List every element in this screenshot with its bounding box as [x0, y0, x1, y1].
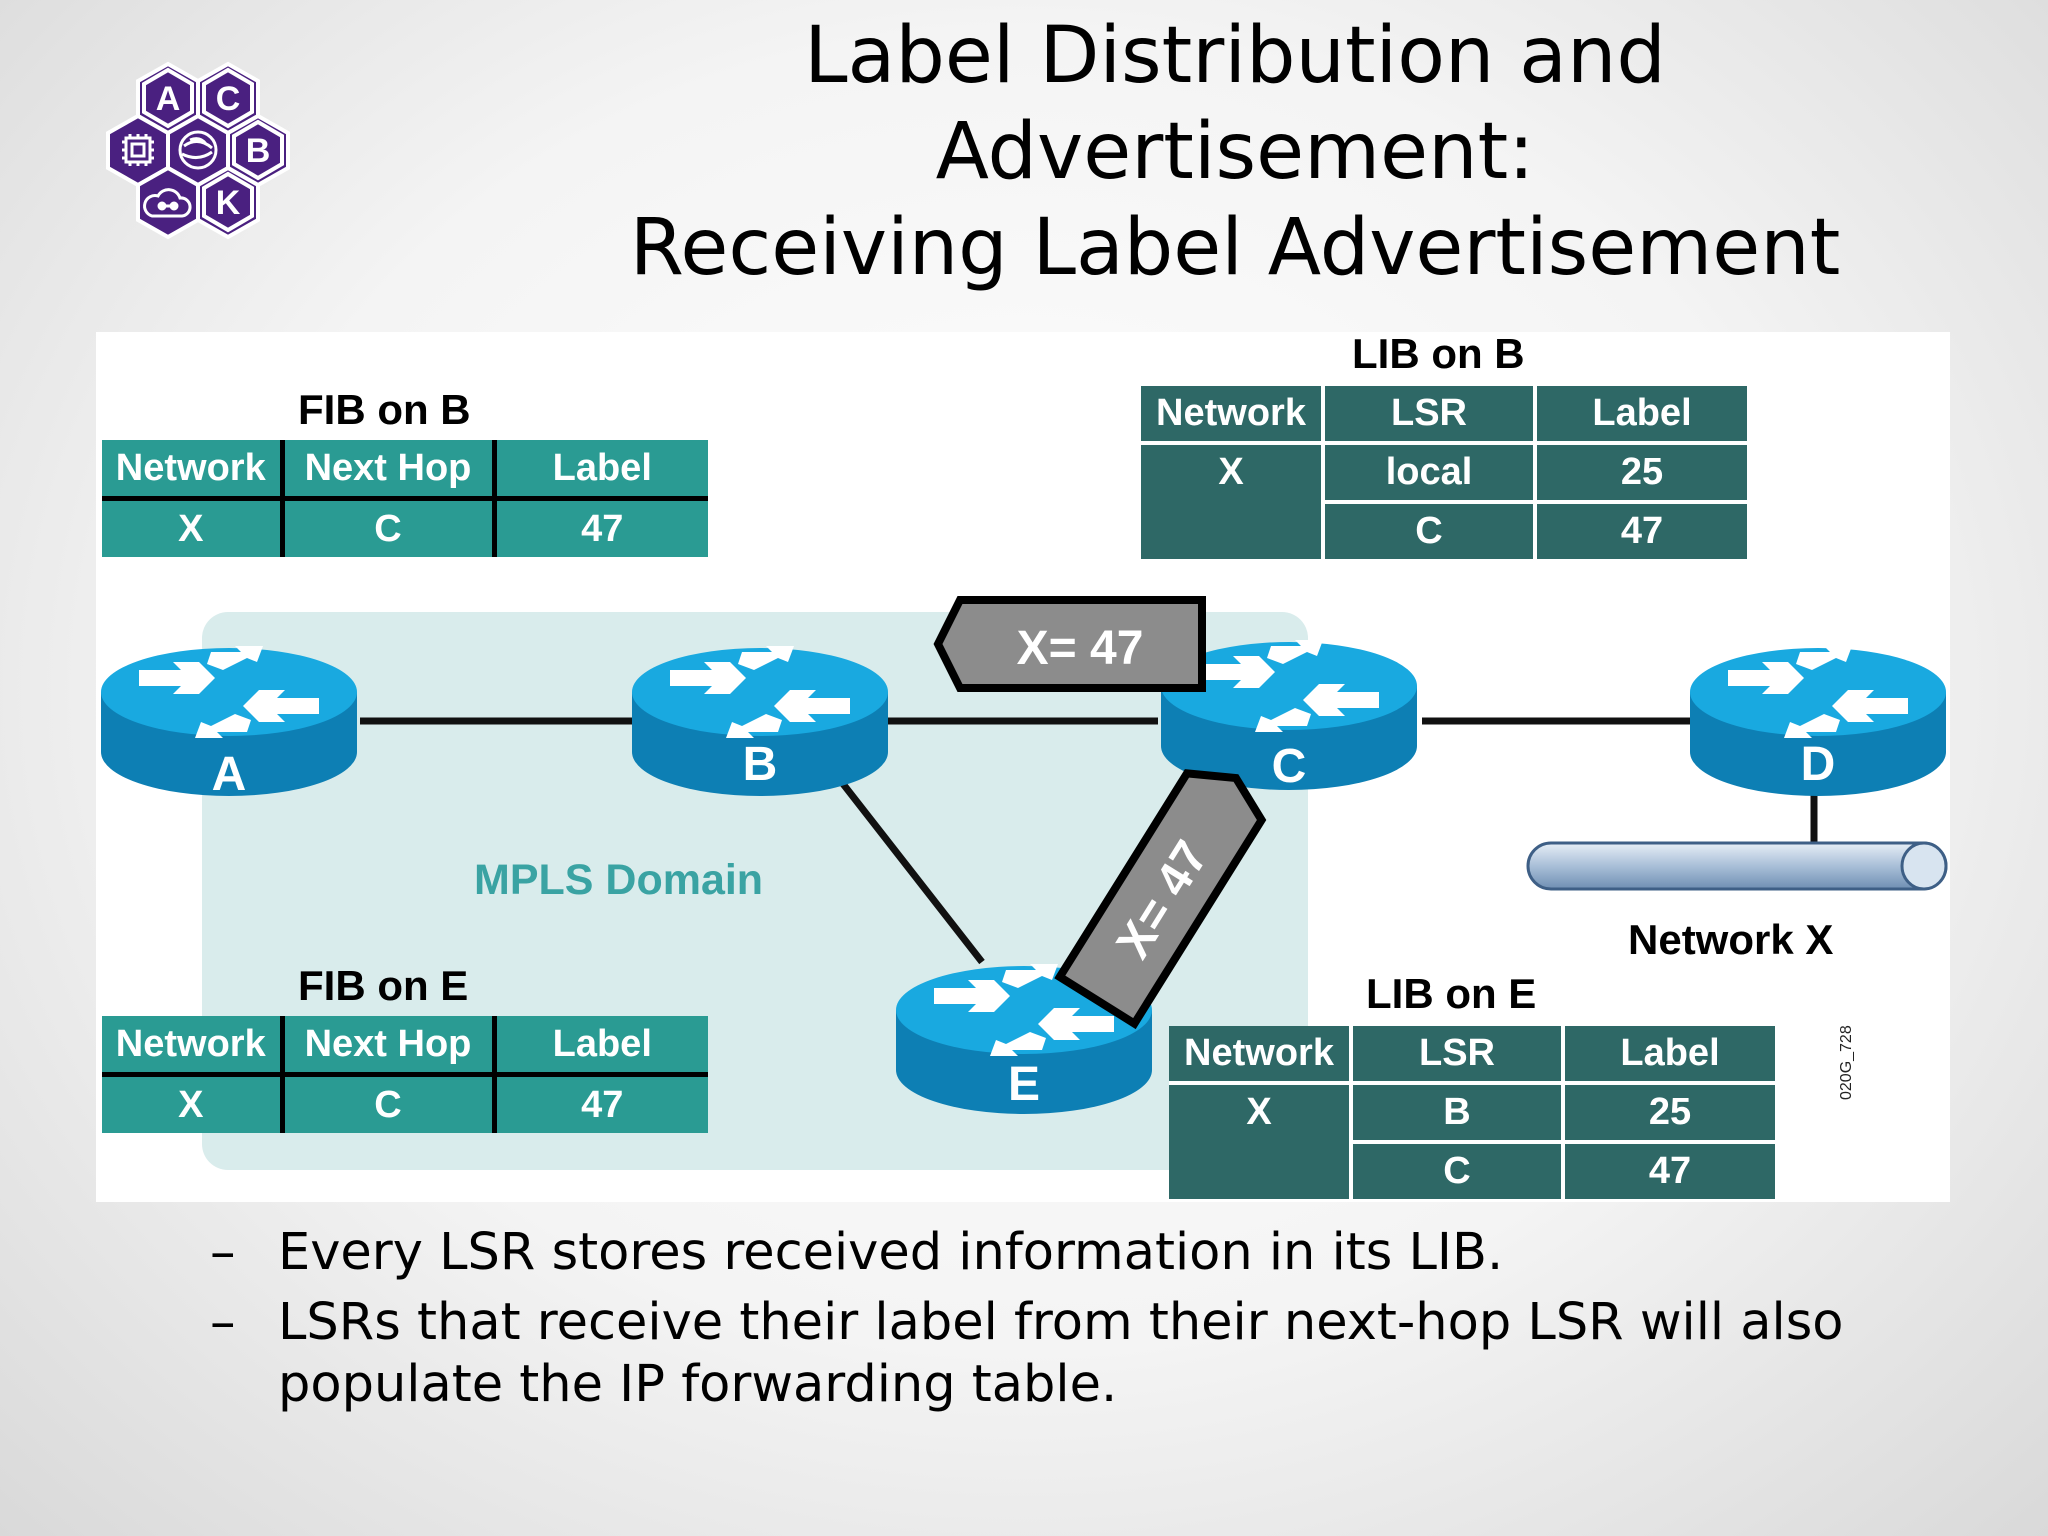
lib-b-header-label: Label — [1533, 386, 1747, 445]
lib-e-cell-label-2: 47 — [1561, 1142, 1775, 1199]
advertisement-label-to-b: X= 47 — [1017, 622, 1144, 675]
network-x-label: Network X — [1628, 916, 1834, 963]
fib-b-table: Network Next Hop Label X C 47 — [102, 440, 708, 557]
fib-e-cell-label: 47 — [491, 1074, 708, 1133]
lib-e-header-label: Label — [1561, 1026, 1775, 1085]
swirl-icon — [178, 130, 218, 170]
router-a-label: A — [212, 748, 247, 801]
fib-e-cell-next-hop: C — [279, 1074, 494, 1133]
fib-e-header-network: Network — [102, 1016, 282, 1077]
bullet-marker: – — [210, 1223, 236, 1282]
honeycomb-logo: A C B K — [106, 61, 290, 240]
title-line-1: Label Distribution and — [804, 11, 1666, 101]
logo-letter-c: C — [216, 80, 241, 118]
lib-b-table: Network LSR Label X local 25 C 47 — [1141, 386, 1747, 559]
lib-e-header-network: Network — [1169, 1026, 1351, 1085]
links — [360, 717, 1818, 965]
bullet-item: – Every LSR stores received information … — [210, 1222, 1910, 1284]
lib-b-cell-lsr-1: local — [1321, 443, 1535, 504]
lib-e-table: Network LSR Label X B 25 C 47 — [1169, 1026, 1775, 1199]
bullet-text: Every LSR stores received information in… — [278, 1223, 1504, 1282]
lib-e-cell-lsr-1: B — [1349, 1083, 1563, 1144]
bullet-marker: – — [210, 1293, 236, 1352]
fib-e-title: FIB on E — [298, 962, 469, 1009]
lib-b-header-lsr: LSR — [1321, 386, 1535, 445]
bullet-list: – Every LSR stores received information … — [210, 1222, 1910, 1424]
fib-b-cell-network: X — [178, 507, 204, 550]
lib-b-cell-label-1: 25 — [1533, 443, 1747, 504]
figure-code: 020G_728 — [1838, 1025, 1855, 1100]
lib-b-title: LIB on B — [1352, 330, 1525, 377]
fib-b-header-label: Label — [491, 440, 708, 501]
chip-icon — [122, 134, 154, 166]
fib-e-header-label: Label — [491, 1016, 708, 1077]
router-b-label: B — [743, 738, 778, 791]
advertisement-tag-to-e: X= 47 — [1054, 769, 1267, 1030]
fib-b-title: FIB on B — [298, 386, 471, 433]
fib-b-cell-next-hop: C — [279, 498, 494, 557]
slide-title: Label Distribution and Advertisement: Re… — [560, 8, 1910, 296]
network-x-segment — [1526, 841, 1948, 891]
lib-e-title: LIB on E — [1366, 970, 1537, 1017]
logo-letter-a: A — [156, 80, 181, 118]
fib-b-header-network: Network — [102, 440, 282, 501]
lib-b-cell-network: X — [1218, 451, 1244, 493]
advertisement-tag-to-b: X= 47 — [933, 596, 1206, 692]
bullet-item: – LSRs that receive their label from the… — [210, 1292, 1910, 1416]
router-d-label: D — [1801, 738, 1836, 791]
logo-letter-b: B — [246, 132, 271, 170]
fib-e-cell-network: X — [178, 1083, 204, 1126]
logo-letter-k: K — [216, 184, 241, 222]
lib-e-cell-label-1: 25 — [1561, 1083, 1775, 1144]
title-line-3: Receiving Label Advertisement — [629, 203, 1841, 293]
link-b-e — [837, 777, 985, 965]
lib-b-header-network: Network — [1141, 386, 1323, 445]
router-c-label: C — [1272, 740, 1307, 793]
router-e-label: E — [1008, 1058, 1040, 1111]
bullet-text: LSRs that receive their label from their… — [278, 1293, 1844, 1414]
title-line-2: Advertisement: — [935, 107, 1535, 197]
fib-b-cell-label: 47 — [491, 498, 708, 557]
lib-e-cell-lsr-2: C — [1349, 1142, 1563, 1199]
lib-e-cell-network: X — [1246, 1091, 1272, 1133]
fib-e-table: Network Next Hop Label X C 47 — [102, 1016, 708, 1133]
lib-e-header-lsr: LSR — [1349, 1026, 1563, 1085]
lib-b-cell-lsr-2: C — [1321, 502, 1535, 559]
cloud-icon — [143, 188, 192, 218]
fib-e-header-next-hop: Next Hop — [279, 1016, 494, 1077]
lib-b-cell-label-2: 47 — [1533, 502, 1747, 559]
fib-b-header-next-hop: Next Hop — [279, 440, 494, 501]
mpls-domain-label: MPLS Domain — [474, 856, 764, 904]
